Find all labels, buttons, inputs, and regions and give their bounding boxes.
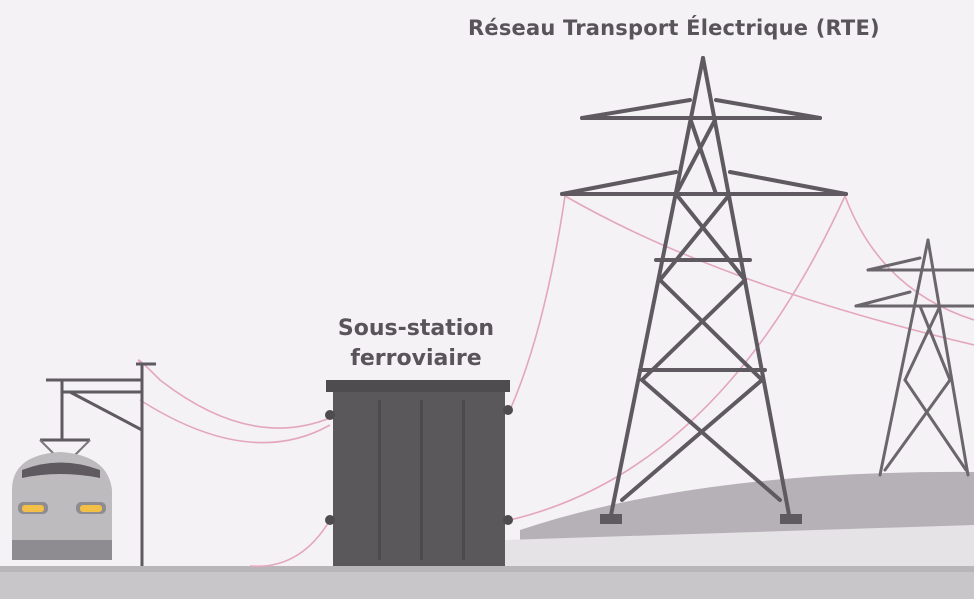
insulator (325, 515, 335, 525)
pylon-icon (854, 238, 974, 477)
train-bumper (12, 540, 112, 560)
train-windshield (22, 462, 100, 478)
pylon-icon (560, 56, 848, 522)
train-body (12, 452, 112, 560)
train-icon (12, 452, 112, 560)
train-headlight (80, 505, 102, 512)
cable (509, 195, 566, 411)
cable (249, 519, 331, 568)
ground-edge (0, 566, 974, 572)
power-cables (137, 195, 974, 568)
insulator (325, 410, 335, 420)
insulator (503, 515, 513, 525)
cable (844, 195, 974, 321)
rte-label: Réseau Transport Électrique (RTE) (468, 16, 880, 40)
substation-roof (326, 380, 510, 392)
pylon-foot (780, 514, 802, 524)
platform (505, 525, 974, 566)
cable (509, 195, 846, 521)
catenary-mast-icon (40, 362, 156, 566)
substation-body (333, 392, 505, 566)
substation-icon (325, 380, 513, 566)
substation-label: Sous-station ferroviaire (300, 314, 532, 374)
cable (137, 359, 331, 429)
substation-label-line2: ferroviaire (350, 346, 482, 371)
pylon-foot (600, 514, 622, 524)
cable (139, 399, 331, 444)
train-headlight (22, 505, 44, 512)
substation-label-line1: Sous-station (337, 316, 495, 341)
insulator (503, 405, 513, 415)
